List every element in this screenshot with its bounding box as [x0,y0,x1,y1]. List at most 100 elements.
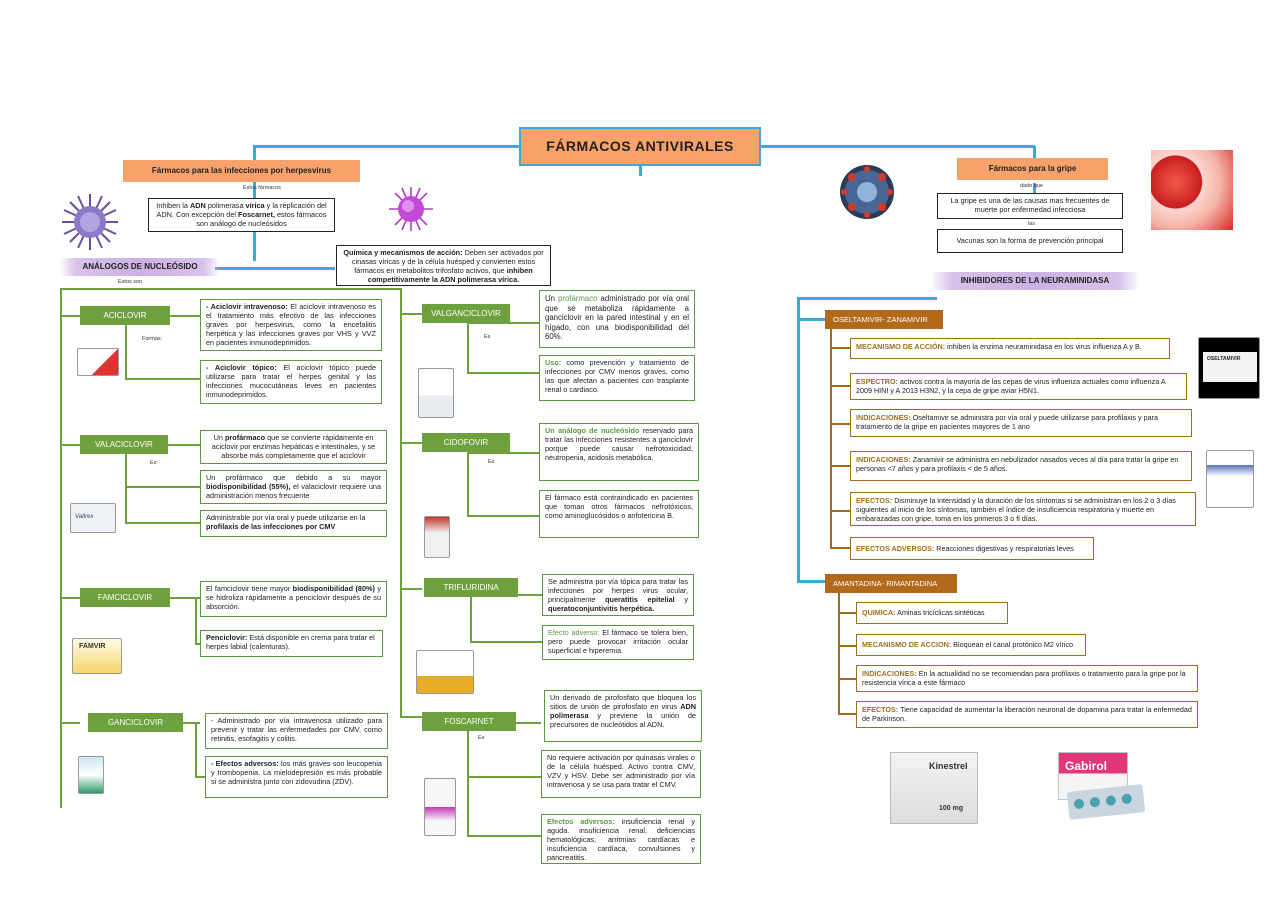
intro-box: Inhiben la ADN polimerasa vírica y la re… [148,198,335,232]
tree-line [400,288,402,718]
connector-label: Es: [150,460,158,466]
trifluridina-box-2: Efecto adverso: El fármaco se tolera bie… [542,625,694,660]
connector-line [215,267,335,270]
foscarnet-box-1: Un derivado de pirofosfato que bloquea l… [544,690,702,742]
connector-line [1033,146,1036,158]
connector-label: Estos son [118,279,143,285]
aciclovir-label: ACICLOVIR [80,306,170,325]
tree-line [183,722,200,724]
oseltamivir-label: OSELTAMIVIR- ZANAMIVIR [825,310,943,329]
tree-line [838,593,840,715]
valaciclovir-box-3: Administrable por vía oral y puede utili… [200,510,387,537]
mechanism-box: Química y mecanismos de acción: Deben se… [336,245,551,286]
tree-line [170,315,200,317]
gripe-box-1: La gripe es una de las causas mas frecue… [937,193,1123,219]
tree-line [838,713,856,715]
tree-line [400,716,422,718]
amantadina-label: AMANTADINA- RIMANTADINA [825,574,957,593]
tree-line [470,641,542,643]
oseltamivir-mecanismo: MECANISMO DE ACCIÓN: inhiben la enzima n… [850,338,1170,359]
tree-line [195,776,205,778]
tree-line [838,645,856,647]
drug-package-image [418,368,454,418]
valganciclovir-box-1: Un profármaco administrado por vía oral … [539,290,695,348]
tree-line [60,597,80,599]
drug-package-image [1206,450,1254,508]
famciclovir-label: FAMCICLOVIR [80,588,170,607]
tree-line [467,452,469,517]
tree-line [467,372,539,374]
valaciclovir-box-2: Un profármaco que debido a su mayor biod… [200,470,387,504]
tree-line [838,612,856,614]
tree-line [125,522,200,524]
connector-line [797,318,825,321]
tree-line [60,444,80,446]
tree-line [400,588,422,590]
connector-label: Formas: [142,336,163,342]
analogs-banner: ANÁLOGOS DE NUCLEÓSIDO [60,258,220,276]
tree-line [830,385,850,387]
tree-line [125,378,200,380]
tree-line [400,442,422,444]
amantadina-indicaciones: INDICACIONES: En la actualidad no se rec… [856,665,1198,692]
cidofovir-box-2: El fármaco está contraindicado en pacien… [539,490,699,538]
ganciclovir-label: GANCICLOVIR [88,713,183,732]
neuraminidase-banner: INHIBIDORES DE LA NEURAMINIDASA [930,272,1140,290]
tree-line [830,423,850,425]
ganciclovir-box-1: - Administrado por vía intravenosa utili… [205,713,388,749]
kinestrel-package-image: Kinestrel 100 mg [890,752,978,824]
oseltamivir-adversos: EFECTOS ADVERSOS: Reacciones digestivas … [850,537,1094,560]
connector-label: Es [484,334,491,340]
famciclovir-box-1: El famciclovir tiene mayor biodisponibil… [200,581,387,617]
tree-line [516,722,541,724]
amantadina-mecanismo: MECANISMO DE ACCION: Bloquean el canal p… [856,634,1086,656]
tree-line [830,510,850,512]
oseltamivir-efectos: EFECTOS: Disminuye la intensidad y la du… [850,492,1196,526]
tree-line [467,322,539,324]
connector-line [253,145,521,148]
tree-line [195,643,200,645]
tree-line [60,315,80,317]
trifluridina-label: TRIFLURIDINA [424,578,518,597]
tree-line [170,597,200,599]
drug-package-image [77,348,119,376]
connector-label: las [1028,221,1036,227]
drug-package-image: Valtrex [70,503,116,533]
drug-package-image: OSELTAMIVIR [1198,337,1260,399]
herpes-header: Fármacos para las infecciones por herpes… [123,160,360,182]
tree-line [125,486,200,488]
oseltamivir-indicaciones-2: INDICACIONES: Zanamivir se administra en… [850,451,1192,481]
main-title: FÁRMACOS ANTIVIRALES [519,127,761,166]
drug-package-image: FAMVIR [72,638,122,674]
valaciclovir-label: VALACICLOVIR [80,435,168,454]
tree-line [470,597,472,643]
foscarnet-box-3: Efectos adversos: insuficiencia renal y … [541,814,701,864]
gripe-box-2: Vacunas son la forma de prevención princ… [937,229,1123,253]
connector-label: Es [488,459,495,465]
foscarnet-box-2: No requiere activación por quinasas vira… [541,750,701,798]
connector-line [797,298,800,582]
valganciclovir-box-2: Uso: como prevención y tratamiento de in… [539,355,695,401]
valganciclovir-label: VALGANCICLOVIR [422,304,510,323]
tree-line [467,323,469,373]
tree-line [518,594,542,596]
connector-label: Es [478,735,485,741]
tree-line [830,547,850,549]
famciclovir-box-2: Penciclovir: Está disponible en crema pa… [200,630,383,657]
tree-line [168,444,200,446]
connector-line [797,297,937,300]
virus-image [1151,150,1233,230]
connector-label: Estos fármacos [243,185,281,191]
connector-line [1033,183,1036,193]
tree-line [467,835,541,837]
tree-line [60,288,62,808]
tree-line [467,731,469,837]
ganciclovir-box-2: - Efectos adversos: los más graves son l… [205,756,388,798]
aciclovir-topical-box: - Aciclovir tópico: El aciclovir tópico … [200,360,382,404]
connector-line [797,580,825,583]
drug-package-image [424,516,450,558]
connector-line [760,145,1035,148]
drug-package-image [416,650,474,694]
trifluridina-box-1: Se administra por vía tópica para tratar… [542,574,694,616]
oseltamivir-espectro: ESPECTRO: activos contra la mayoría de l… [850,373,1187,400]
